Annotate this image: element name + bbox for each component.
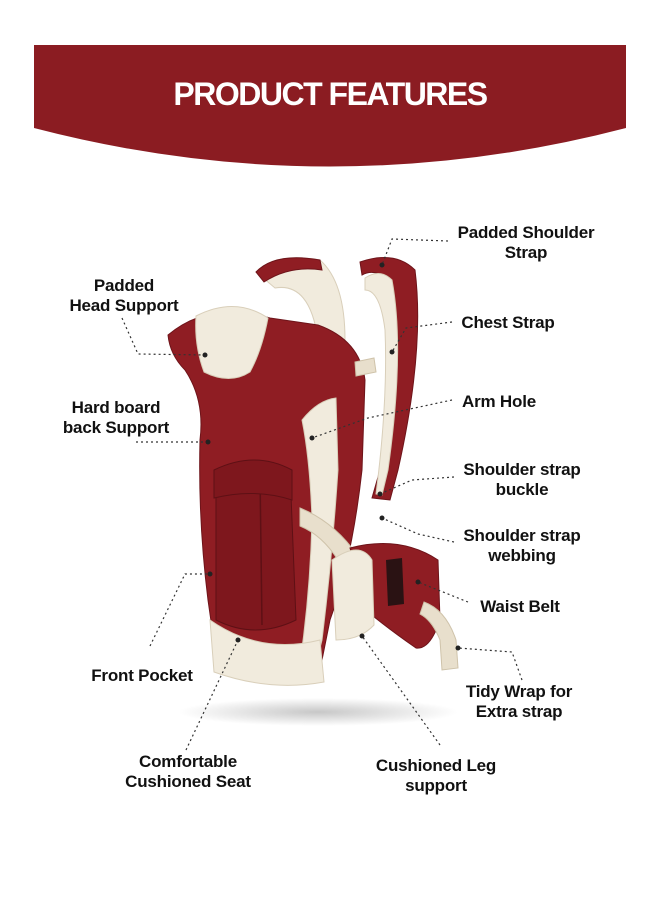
leader-dot [205,439,211,445]
leader-dot [359,633,365,639]
label-hard-board-back-support: Hard board back Support [62,398,170,437]
leader-dot [455,645,461,651]
left-shoulder-strap-edge [255,257,323,283]
leader-waist-belt [417,581,469,603]
tidy-wrap-strap [419,601,459,671]
leader-dot [389,349,395,355]
leader-comfortable-cushioned-seat [185,639,239,751]
label-comfortable-cushioned-seat: Comfortable Cushioned Seat [125,752,251,791]
pocket-flap [213,459,293,501]
label-arm-hole: Arm Hole [462,392,536,411]
webbing-strap-right [354,357,377,377]
leader-dot [207,571,213,577]
leader-dot [379,515,385,521]
leader-tidy-wrap [457,647,523,681]
label-tidy-wrap: Tidy Wrap for Extra strap [465,682,573,721]
leader-padded-shoulder-strap [381,238,449,266]
leg-support-pad [331,549,375,641]
pocket-seam [259,474,263,626]
baby-carrier-illustration [167,257,459,726]
header-banner [34,45,626,167]
label-chest-strap: Chest Strap [461,313,555,332]
seat-trim [209,618,325,686]
leader-dot [415,579,421,585]
product-shadow [178,698,458,726]
leader-dot [202,352,208,358]
label-shoulder-strap-webbing: Shoulder strap webbing [463,526,581,565]
label-cushioned-leg-support: Cushioned Leg support [375,756,497,795]
label-leader-lines [121,238,523,751]
label-front-pocket: Front Pocket [91,666,193,685]
leader-shoulder-strap-webbing [381,517,455,543]
leader-dot [377,491,383,497]
label-padded-head-support: Padded Head Support [69,276,179,315]
leader-arm-hole [311,399,453,439]
leader-dot [309,435,315,441]
leader-front-pocket [149,573,210,647]
page-title: PRODUCT FEATURES [173,76,488,112]
label-shoulder-strap-buckle: Shoulder strap buckle [463,460,581,499]
leader-dot [235,637,241,643]
leader-cushioned-leg-support [361,635,441,746]
leader-shoulder-strap-buckle [379,476,455,495]
label-waist-belt: Waist Belt [480,597,560,616]
waist-belt-buckle [386,558,404,606]
leader-dot [379,262,385,268]
label-padded-shoulder-strap: Padded Shoulder Strap [457,223,595,262]
head-support-pad [195,306,269,379]
leader-chest-strap [391,321,453,353]
